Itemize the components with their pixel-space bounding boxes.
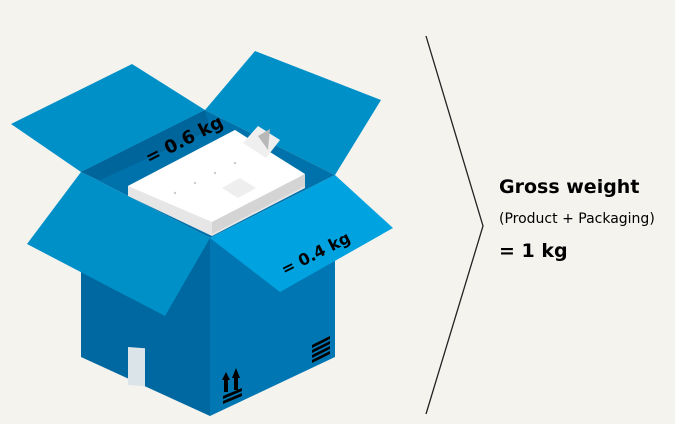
box-flap-back-right bbox=[205, 51, 381, 175]
box-label-sticker bbox=[128, 347, 145, 387]
fragile-lines-icon bbox=[312, 336, 330, 363]
chevron-right-icon bbox=[425, 35, 484, 415]
gross-weight-total: = 1 kg bbox=[499, 240, 568, 262]
gross-weight-title: Gross weight bbox=[499, 176, 640, 198]
box-flap-front-left bbox=[27, 172, 210, 316]
this-side-up-icon bbox=[222, 368, 242, 404]
box-interior-shadow bbox=[81, 110, 210, 180]
box-flap-front-right bbox=[210, 175, 393, 292]
box-flap-back-left bbox=[11, 64, 205, 172]
gross-weight-subtitle: (Product + Packaging) bbox=[499, 211, 655, 227]
folded-shirt-icon bbox=[128, 126, 305, 236]
